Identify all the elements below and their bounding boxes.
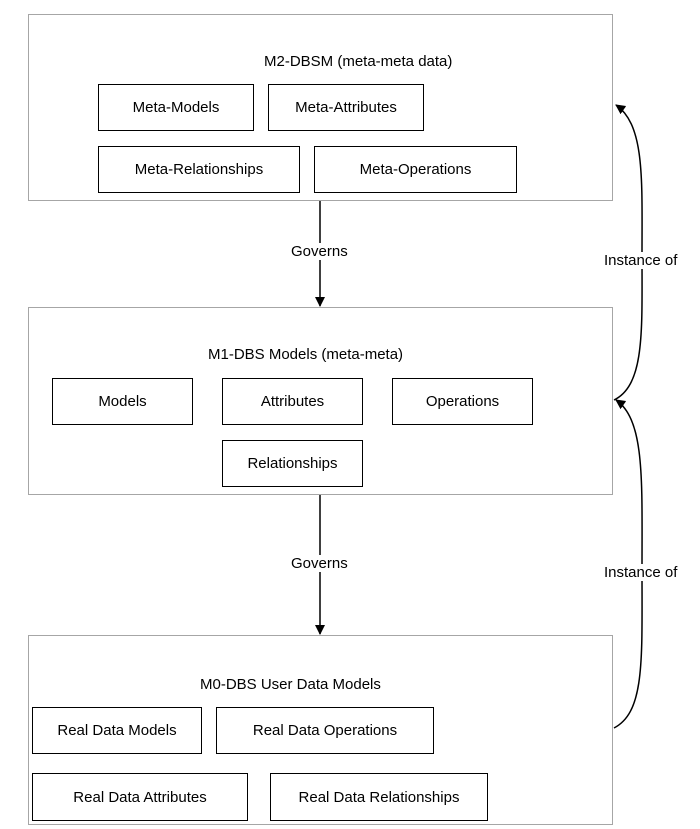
real-data-relationships-box: Real Data Relationships	[270, 773, 488, 821]
m0-layer-title: M0-DBS User Data Models	[200, 676, 381, 693]
meta-operations-box: Meta-Operations	[314, 146, 517, 193]
real-data-operations-box: Real Data Operations	[216, 707, 434, 754]
meta-attributes-box: Meta-Attributes	[268, 84, 424, 131]
m0-layer: M0-DBS User Data Models Real Data Models…	[28, 635, 613, 825]
instance-of-label-top: Instance of	[604, 252, 678, 269]
real-data-models-box: Real Data Models	[32, 707, 202, 754]
meta-relationships-box: Meta-Relationships	[98, 146, 300, 193]
governs-label-bottom: Governs	[291, 555, 348, 572]
instance-of-label-bottom: Instance of	[604, 564, 678, 581]
models-box: Models	[52, 378, 193, 425]
m2-layer: M2-DBSM (meta-meta data) Meta-Models Met…	[28, 14, 613, 201]
meta-models-box: Meta-Models	[98, 84, 254, 131]
relationships-box: Relationships	[222, 440, 363, 487]
governs-label-top: Governs	[291, 243, 348, 260]
m1-layer: M1-DBS Models (meta-meta) Models Attribu…	[28, 307, 613, 495]
attributes-box: Attributes	[222, 378, 363, 425]
m1-layer-title: M1-DBS Models (meta-meta)	[208, 346, 404, 363]
real-data-attributes-box: Real Data Attributes	[32, 773, 248, 821]
m2-layer-title: M2-DBSM (meta-meta data)	[264, 53, 453, 70]
operations-box: Operations	[392, 378, 533, 425]
